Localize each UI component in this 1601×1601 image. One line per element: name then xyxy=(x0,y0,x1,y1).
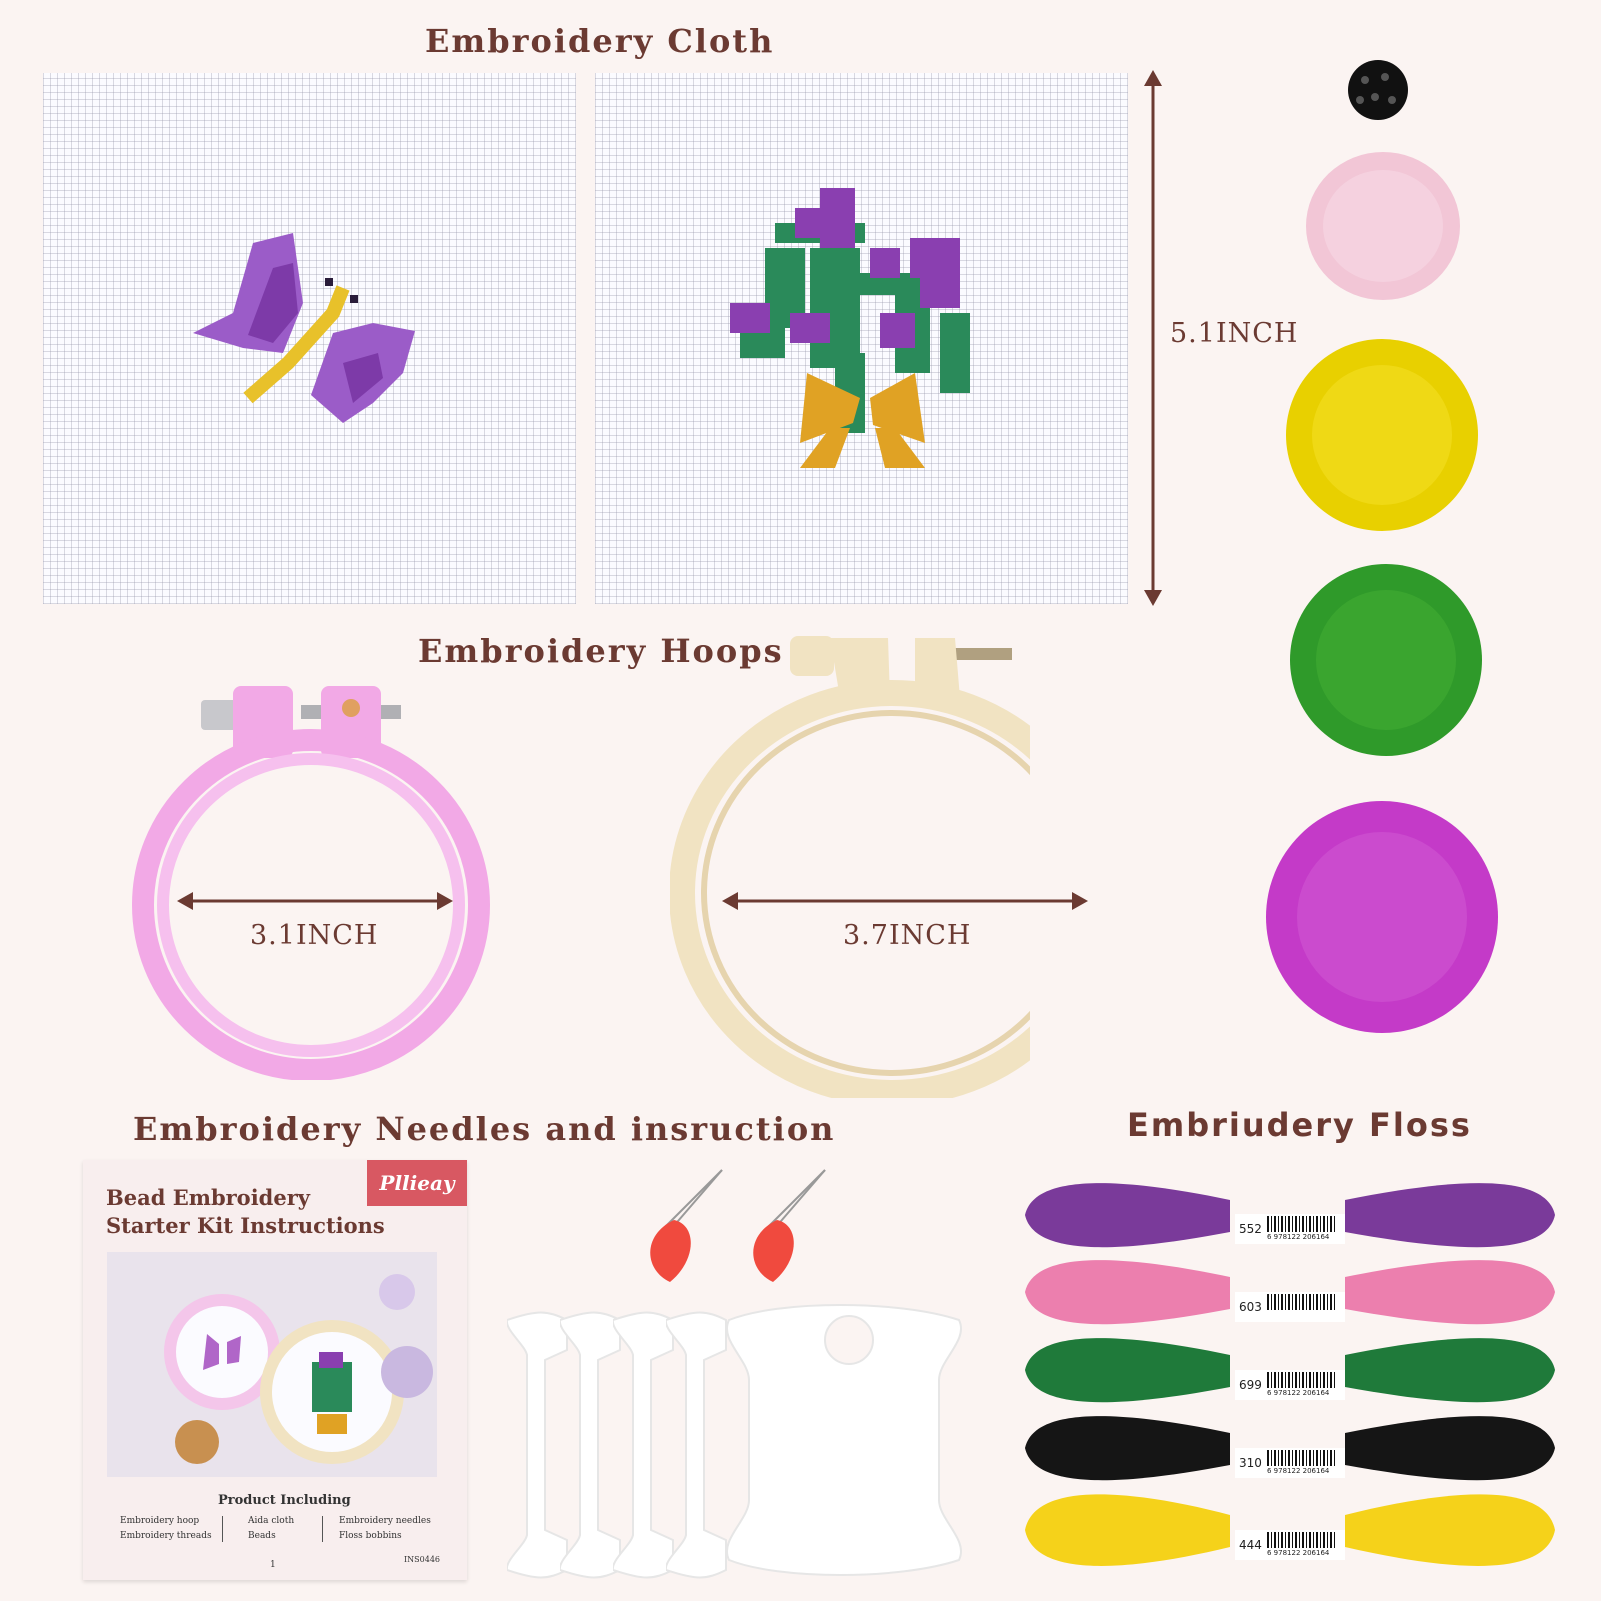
large-hoop-arrow xyxy=(722,892,1088,910)
divider xyxy=(322,1516,323,1542)
small-hoop-arrow xyxy=(177,892,453,910)
product-item: Embroidery needles xyxy=(339,1516,431,1526)
green-beads xyxy=(1290,564,1482,756)
aida-cloth-lavender xyxy=(595,73,1128,604)
floss-label: 603 xyxy=(1235,1292,1345,1322)
needles-heading: Embroidery Needles and insruction xyxy=(133,1110,836,1148)
page-number: 1 xyxy=(270,1560,276,1570)
floss-bobbin-icon xyxy=(560,1311,621,1579)
cloth-height-label: 5.1INCH xyxy=(1170,318,1299,349)
floss-number: 603 xyxy=(1239,1300,1262,1314)
pink-beads xyxy=(1306,152,1460,300)
hoops-heading: Embroidery Hoops xyxy=(418,632,784,670)
height-arrow xyxy=(1144,70,1162,606)
needle-threader-icon xyxy=(650,1169,723,1282)
barcode-number: 6 978122 206164 xyxy=(1267,1549,1330,1557)
barcode-icon xyxy=(1267,1216,1337,1232)
floss-bobbin-icon xyxy=(507,1311,568,1579)
large-hoop-diameter-label: 3.7INCH xyxy=(843,920,972,951)
booklet-title-line2: Starter Kit Instructions xyxy=(106,1213,385,1238)
booklet-title-line1: Bead Embroidery xyxy=(106,1185,310,1210)
product-item: Embroidery hoop xyxy=(120,1516,200,1526)
aida-cloth-butterfly xyxy=(43,73,576,604)
floss-bobbin-icon xyxy=(666,1311,727,1579)
barcode-number: 6 978122 206164 xyxy=(1267,1233,1330,1241)
brand-tag: Pllieay xyxy=(367,1160,467,1206)
barcode-icon xyxy=(1267,1294,1337,1310)
floss-skein xyxy=(1025,1338,1555,1403)
divider xyxy=(222,1516,223,1542)
yellow-beads xyxy=(1286,339,1478,531)
floss-skein xyxy=(1025,1416,1555,1481)
barcode-number: 6 978122 206164 xyxy=(1267,1467,1330,1475)
floss-number: 699 xyxy=(1239,1378,1262,1392)
barcode-number: 6 978122 206164 xyxy=(1267,1389,1330,1397)
small-pink-hoop xyxy=(132,686,490,1080)
product-item: Embroidery threads xyxy=(120,1531,212,1541)
black-beads xyxy=(1348,60,1408,120)
needle-threader-icon xyxy=(753,1169,826,1282)
floss-bobbin-icon xyxy=(613,1311,674,1579)
cloth-heading: Embroidery Cloth xyxy=(425,22,775,60)
product-including-heading: Product Including xyxy=(218,1493,351,1508)
product-item: Floss bobbins xyxy=(339,1531,402,1541)
floss-bobbin-icon xyxy=(726,1304,962,1576)
barcode-icon xyxy=(1267,1450,1337,1466)
floss-number: 552 xyxy=(1239,1222,1262,1236)
floss-skein xyxy=(1025,1183,1555,1248)
floss-label: 310 6 978122 206164 xyxy=(1235,1448,1345,1478)
barcode-icon xyxy=(1267,1532,1337,1548)
floss-heading: Embriudery Floss xyxy=(1127,1106,1472,1144)
lavender-pattern xyxy=(730,188,970,468)
floss-number: 444 xyxy=(1239,1538,1262,1552)
product-item: Aida cloth xyxy=(248,1516,295,1526)
butterfly-pattern xyxy=(193,233,415,423)
product-item: Beads xyxy=(248,1531,276,1541)
floss-label: 699 6 978122 206164 xyxy=(1235,1370,1345,1400)
large-cream-hoop xyxy=(670,636,1030,1098)
floss-label: 552 6 978122 206164 xyxy=(1235,1214,1345,1244)
floss-skein xyxy=(1025,1260,1555,1325)
floss-number: 310 xyxy=(1239,1456,1262,1470)
barcode-icon xyxy=(1267,1372,1337,1388)
booklet-photo xyxy=(107,1252,437,1477)
small-hoop-diameter-label: 3.1INCH xyxy=(250,920,379,951)
booklet-code: INS0446 xyxy=(404,1555,440,1564)
magenta-beads xyxy=(1266,801,1498,1033)
floss-skein xyxy=(1025,1494,1555,1566)
floss-label: 444 6 978122 206164 xyxy=(1235,1530,1345,1560)
